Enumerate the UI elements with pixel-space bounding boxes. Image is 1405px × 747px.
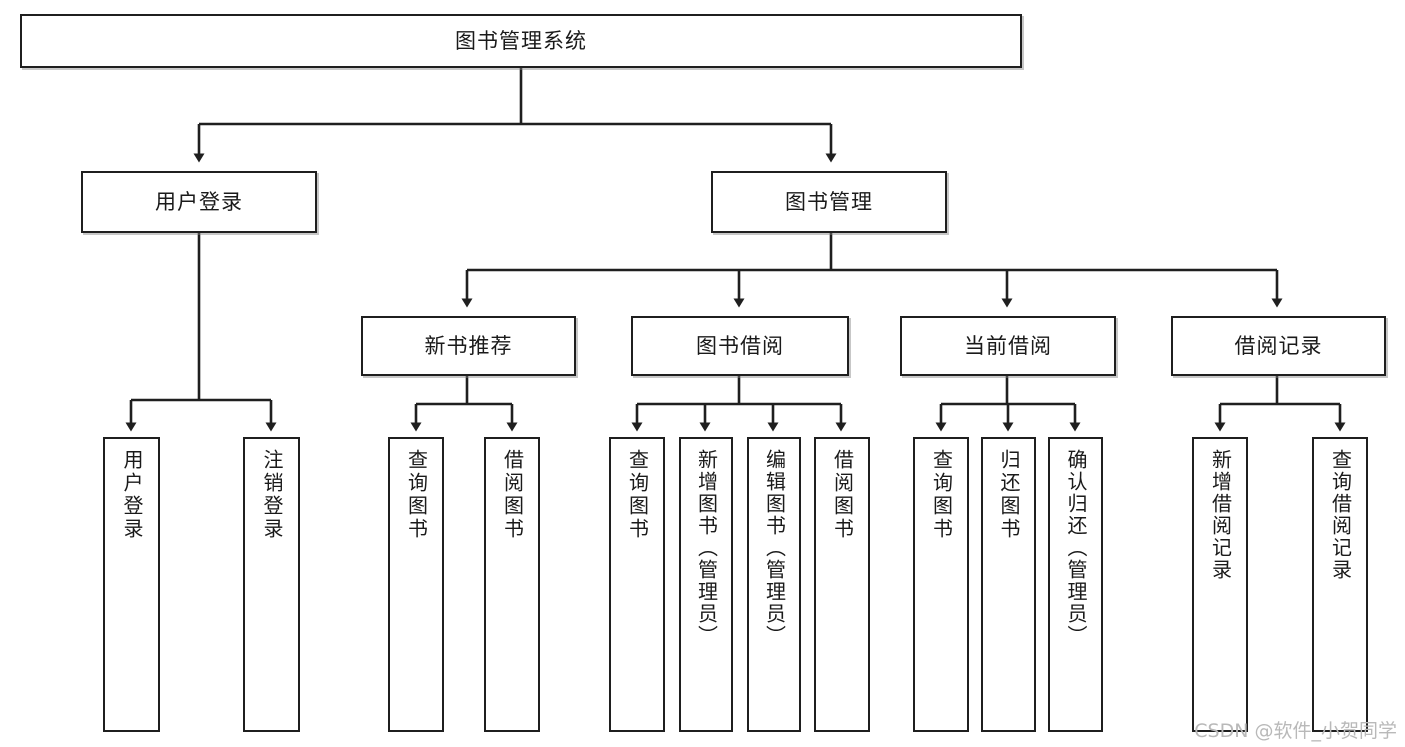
node-book-borrow-label: 图书借阅: [696, 333, 784, 358]
node-user-login[interactable]: 用户登录: [81, 171, 317, 233]
node-book-borrow[interactable]: 图书借阅: [631, 316, 849, 376]
node-borrow-record[interactable]: 借阅记录: [1171, 316, 1386, 376]
node-new-book-recommend[interactable]: 新书推荐: [361, 316, 576, 376]
watermark-text: CSDN @软件_小贺同学: [1194, 720, 1397, 742]
node-leaf-confirm-return-label: 确认归还（管理员）: [1064, 449, 1088, 647]
node-leaf-add-book[interactable]: 新增图书（管理员）: [679, 437, 733, 732]
node-leaf-edit-book-label: 编辑图书（管理员）: [762, 449, 787, 647]
node-new-book-recommend-label: 新书推荐: [424, 333, 513, 358]
node-leaf-query-record-label: 查询借阅记录: [1328, 449, 1353, 581]
node-borrow-record-label: 借阅记录: [1234, 333, 1323, 358]
node-leaf-user-login[interactable]: 用户登录: [103, 437, 160, 732]
node-current-borrow-label: 当前借阅: [964, 333, 1052, 358]
node-user-login-label: 用户登录: [155, 189, 243, 214]
node-leaf-return-book[interactable]: 归还图书: [981, 437, 1036, 732]
node-leaf-confirm-return[interactable]: 确认归还（管理员）: [1048, 437, 1103, 732]
node-leaf-query-record[interactable]: 查询借阅记录: [1312, 437, 1368, 732]
node-leaf-query-book-2-label: 查询图书: [625, 449, 650, 541]
node-leaf-query-book-3-label: 查询图书: [929, 449, 954, 541]
node-leaf-borrow-book-2-label: 借阅图书: [830, 449, 855, 541]
node-leaf-user-logout[interactable]: 注销登录: [243, 437, 300, 732]
node-leaf-borrow-book-1-label: 借阅图书: [500, 449, 525, 541]
node-leaf-borrow-book-1[interactable]: 借阅图书: [484, 437, 540, 732]
node-current-borrow[interactable]: 当前借阅: [900, 316, 1116, 376]
node-leaf-user-login-label: 用户登录: [120, 449, 144, 541]
node-leaf-add-record[interactable]: 新增借阅记录: [1192, 437, 1248, 732]
node-book-manage[interactable]: 图书管理: [711, 171, 947, 233]
node-leaf-return-book-label: 归还图书: [997, 449, 1021, 541]
node-root[interactable]: 图书管理系统: [20, 14, 1022, 68]
node-leaf-add-book-label: 新增图书（管理员）: [694, 449, 719, 647]
node-leaf-query-book-2[interactable]: 查询图书: [609, 437, 665, 732]
node-leaf-user-logout-label: 注销登录: [260, 449, 284, 541]
node-root-label: 图书管理系统: [455, 28, 587, 53]
node-leaf-query-book-1[interactable]: 查询图书: [388, 437, 444, 732]
node-leaf-query-book-3[interactable]: 查询图书: [913, 437, 969, 732]
node-leaf-add-record-label: 新增借阅记录: [1208, 449, 1233, 581]
node-book-manage-label: 图书管理: [785, 189, 873, 214]
node-leaf-edit-book[interactable]: 编辑图书（管理员）: [747, 437, 801, 732]
node-leaf-query-book-1-label: 查询图书: [404, 449, 429, 541]
node-leaf-borrow-book-2[interactable]: 借阅图书: [814, 437, 870, 732]
